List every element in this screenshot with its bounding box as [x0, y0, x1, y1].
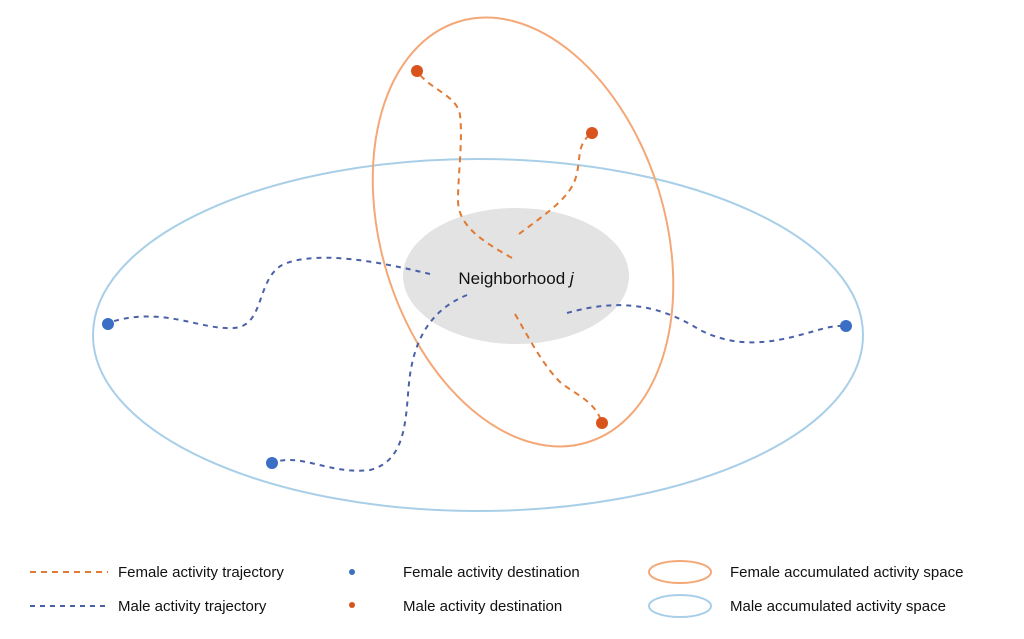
- male-trajectories: [107, 256, 847, 472]
- legend-female-destination-dot: [349, 569, 355, 575]
- legend-male-space-swatch: [648, 594, 712, 618]
- legend-male-destination-dot: [349, 602, 355, 608]
- legend: Female activity trajectory Female activi…: [30, 560, 963, 618]
- destination-dot: [586, 127, 598, 139]
- destination-dot: [411, 65, 423, 77]
- legend-male-space-label: Male accumulated activity space: [730, 598, 946, 615]
- destination-dot: [102, 318, 114, 330]
- neighborhood-label: Neighborhood j: [458, 269, 575, 288]
- female-trajectory-top-left: [416, 70, 513, 259]
- male-trajectory-endpoints: [102, 318, 852, 469]
- legend-female-space-swatch: [648, 560, 712, 584]
- male-activity-space-ellipse: [92, 158, 864, 512]
- legend-female-space-label: Female accumulated activity space: [730, 564, 963, 581]
- male-trajectory-right: [566, 304, 847, 344]
- female-trajectories: [416, 70, 602, 421]
- destination-dot: [840, 320, 852, 332]
- female-trajectory-top-right: [518, 132, 593, 235]
- male-trajectory-bottom-left: [271, 294, 468, 472]
- legend-male-trajectory-label: Male activity trajectory: [118, 598, 267, 615]
- neighborhood-area: [403, 208, 629, 344]
- destination-dot: [596, 417, 608, 429]
- legend-male-destination-label: Male activity destination: [403, 598, 562, 615]
- legend-female-destination-label: Female activity destination: [403, 564, 580, 581]
- legend-female-trajectory-label: Female activity trajectory: [118, 564, 284, 581]
- female-trajectory-bottom: [514, 313, 602, 421]
- destination-dot: [266, 457, 278, 469]
- female-activity-space-ellipse: [371, 16, 675, 448]
- male-trajectory-left: [107, 256, 431, 330]
- female-trajectory-endpoints: [411, 65, 608, 429]
